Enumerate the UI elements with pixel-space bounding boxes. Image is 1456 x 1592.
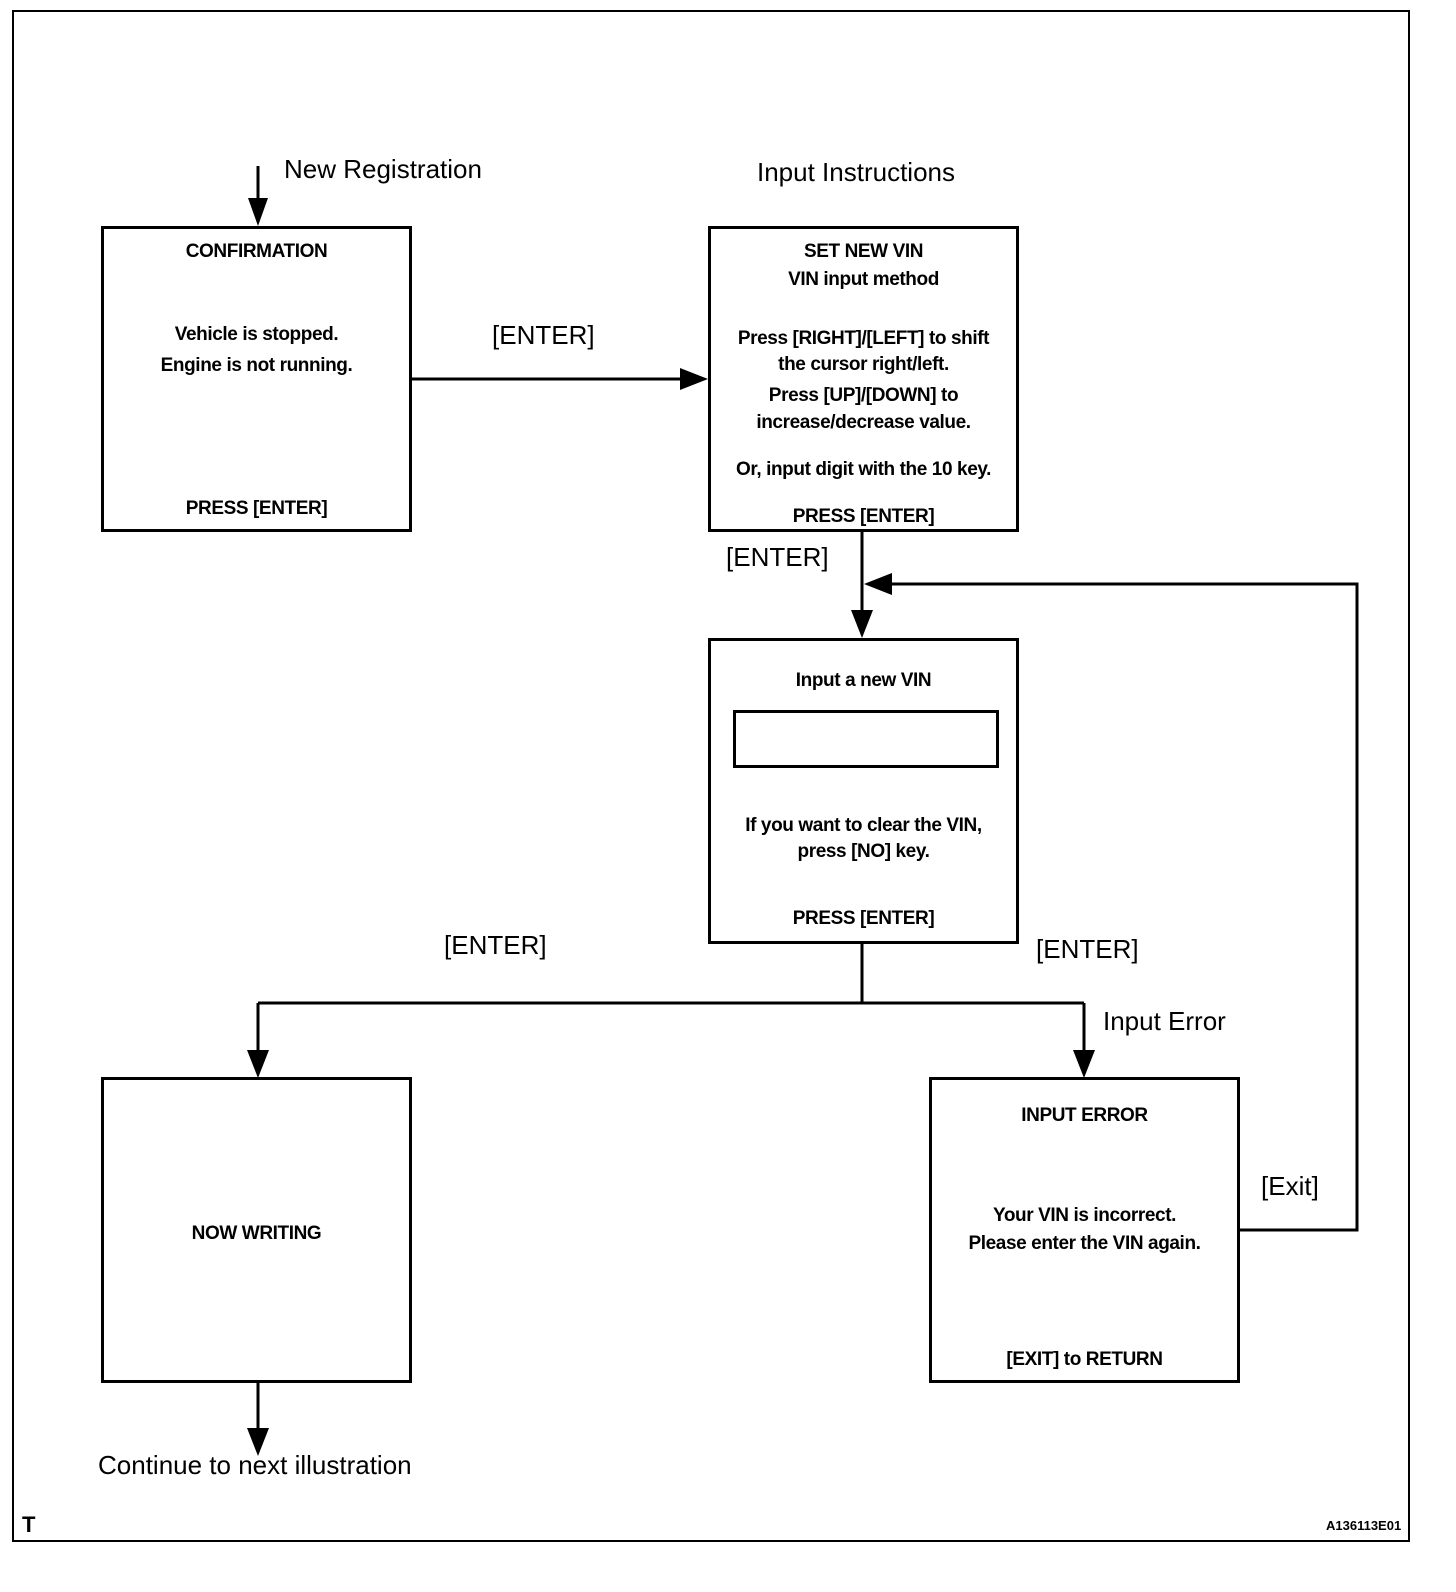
confirmation-line-1: Vehicle is stopped.	[174, 324, 339, 345]
input-instructions-label: Input Instructions	[757, 157, 955, 187]
input-error-line-2: Please enter the VIN again.	[968, 1233, 1201, 1254]
input-vin-line-1: If you want to clear the VIN,	[745, 815, 982, 836]
set-new-vin-line-3: Press [UP]/[DOWN] to	[768, 385, 959, 406]
set-new-vin-footer: PRESS [ENTER]	[792, 506, 935, 527]
now-writing-title: NOW WRITING	[191, 1223, 322, 1244]
input-error-line-1: Your VIN is incorrect.	[992, 1205, 1176, 1226]
set-new-vin-line-2: the cursor right/left.	[778, 354, 949, 375]
set-new-vin-line-5: Or, input digit with the 10 key.	[736, 459, 991, 480]
enter-label-error: [ENTER]	[1036, 934, 1139, 964]
setvin-to-input-arrowhead	[851, 610, 873, 638]
input-error-label: Input Error	[1103, 1006, 1226, 1036]
now-writing-screen: NOW WRITING	[101, 1077, 412, 1383]
input-error-title: INPUT ERROR	[1021, 1105, 1148, 1126]
set-new-vin-screen: SET NEW VIN VIN input method Press [RIGH…	[708, 226, 1019, 532]
input-error-screen: INPUT ERROR Your VIN is incorrect. Pleas…	[929, 1077, 1240, 1383]
set-new-vin-line-1: Press [RIGHT]/[LEFT] to shift	[737, 328, 990, 349]
enter-label-writing: [ENTER]	[444, 930, 547, 960]
set-new-vin-subtitle: VIN input method	[788, 269, 939, 290]
input-vin-line-2: press [NO] key.	[797, 841, 930, 862]
enter-label-confirm: [ENTER]	[492, 320, 595, 350]
set-new-vin-title: SET NEW VIN	[803, 241, 924, 262]
entry-arrowhead	[248, 198, 268, 226]
continue-label: Continue to next illustration	[98, 1450, 412, 1480]
input-error-footer: [EXIT] to RETURN	[1006, 1349, 1163, 1370]
error-return-loop	[890, 582, 1359, 1232]
vin-input-field[interactable]	[733, 710, 999, 768]
input-vin-screen: Input a new VIN If you want to clear the…	[708, 638, 1019, 944]
input-vin-footer: PRESS [ENTER]	[792, 908, 935, 929]
to-writing-arrowhead	[247, 1050, 269, 1078]
confirmation-line-2: Engine is not running.	[160, 355, 353, 376]
input-vin-title: Input a new VIN	[795, 670, 932, 691]
diagram-frame	[12, 10, 1410, 1542]
enter-label-setvin: [ENTER]	[726, 542, 829, 572]
confirmation-screen: CONFIRMATION Vehicle is stopped. Engine …	[101, 226, 412, 532]
confirmation-title: CONFIRMATION	[185, 241, 328, 262]
continue-arrowhead	[247, 1428, 269, 1456]
confirmation-footer: PRESS [ENTER]	[185, 498, 328, 519]
error-return-arrowhead	[864, 573, 892, 595]
to-error-arrowhead	[1073, 1050, 1095, 1078]
set-new-vin-line-4: increase/decrease value.	[756, 412, 971, 433]
corner-mark-left: T	[22, 1512, 36, 1537]
figure-code: A136113E01	[1326, 1518, 1402, 1533]
new-registration-label: New Registration	[284, 154, 482, 184]
exit-label: [Exit]	[1261, 1171, 1319, 1201]
confirm-to-setvin-arrowhead	[680, 368, 708, 390]
